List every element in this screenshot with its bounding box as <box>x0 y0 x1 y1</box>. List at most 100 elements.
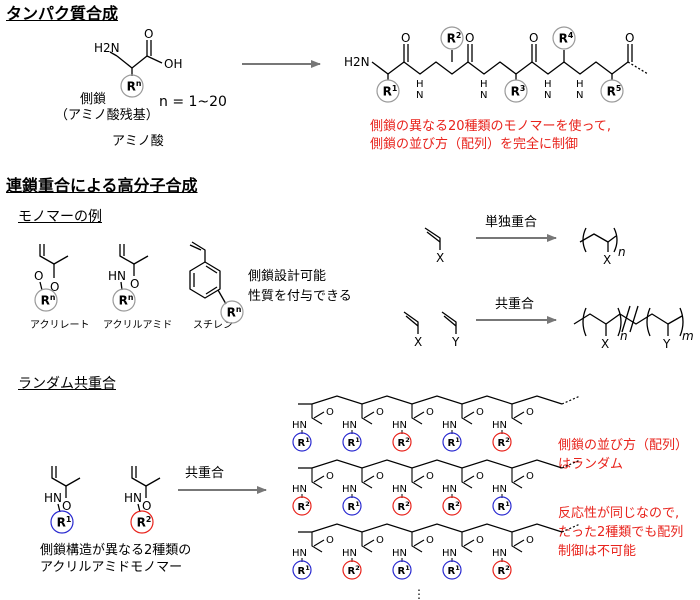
amide-bond <box>411 404 423 425</box>
random-monomer1-skeleton <box>51 466 81 487</box>
random-chain-residue-r2-circle <box>442 496 462 516</box>
random-chain-residue-r1-label: R1 <box>298 564 311 577</box>
amide-hn: HN <box>342 420 357 431</box>
random-chain-residue-r1-circle <box>392 560 412 580</box>
homopolymer-arrow-label: 単独重合 <box>485 215 538 230</box>
amide-carbonyl <box>363 475 375 483</box>
random-monomer2-hn: HN <box>124 491 142 505</box>
random-caption-line2: アクリルアミドモノマー <box>40 560 183 575</box>
amide-o: O <box>476 471 484 482</box>
styrene-label: スチレン <box>193 320 233 331</box>
random-note1-line2: はランダム <box>558 457 624 472</box>
random-chain-1-end <box>561 395 581 405</box>
amide-carbonyl <box>413 475 425 483</box>
side-chain-label: 側鎖 <box>80 92 107 107</box>
random-chain-residue-r2-circle <box>292 496 312 516</box>
random-monomer2-skeleton <box>131 466 161 487</box>
amide-bond <box>461 532 473 553</box>
random-monomer1-r-circle <box>50 510 74 534</box>
homo-polymer-x: X <box>603 253 611 267</box>
random-chain-residue-r2: R2 <box>342 560 362 580</box>
random-chain-residue-r2: R2 <box>392 496 412 516</box>
amide-hn: HN <box>292 548 307 559</box>
protein-note-line2: 側鎖の並び方（配列）を完全に制御 <box>370 137 579 152</box>
amide-carbonyl <box>463 539 475 547</box>
acrylamide-rn-circle <box>112 288 136 312</box>
random-chain-residue-r2-label: R2 <box>298 500 310 513</box>
peptide-o-4: O <box>625 31 634 45</box>
co-m: m <box>682 329 694 343</box>
co-bracket-1l <box>582 307 587 337</box>
random-chain-residue-r1-label: R1 <box>398 564 411 577</box>
random-chain-residue-r2-circle <box>342 560 362 580</box>
peptide-o-2: O <box>465 31 474 45</box>
random-chain-residue-r2-label: R2 <box>398 500 410 513</box>
copolymer-arrow-label: 共重合 <box>495 297 535 312</box>
amide-bond <box>511 468 523 489</box>
random-chain-residue-r1-label: R1 <box>448 436 461 449</box>
random-chain-residue-r1: R1 <box>492 496 512 516</box>
amide-carbonyl <box>463 475 475 483</box>
amide-hn: HN <box>392 484 407 495</box>
amino-acid-o: O <box>144 27 153 41</box>
co-bracket-1r <box>617 307 622 337</box>
amide-bond <box>461 404 473 425</box>
acrylamide-skeleton <box>119 244 149 265</box>
amide-o: O <box>476 535 484 546</box>
random-chain-residue-r2-label: R2 <box>498 436 510 449</box>
random-chain-residue-r1: R1 <box>342 496 362 516</box>
amide-o: O <box>426 535 434 546</box>
random-note2-line1: 反応性が同じなので, <box>558 506 680 521</box>
random-chain-residue-r1-circle <box>292 560 312 580</box>
random-note2-line2: たった2種類でも配列 <box>558 525 684 540</box>
design-note-line1: 側鎖設計可能 <box>248 269 327 284</box>
random-monomer1-r-label: R1 <box>57 515 72 530</box>
amino-acid-range: n = 1~20 <box>159 94 227 110</box>
amide-bond <box>311 532 323 553</box>
random-chain-residue-r1-label: R1 <box>298 436 311 449</box>
amide-carbonyl <box>313 475 325 483</box>
amide-carbonyl <box>513 475 525 483</box>
acrylate-rn-circle <box>34 288 58 312</box>
co-bracket-2l <box>646 307 651 337</box>
amino-acid-rn-circle <box>120 74 144 98</box>
amide-carbonyl <box>413 411 425 419</box>
amino-acid-nh2: H2N <box>94 41 120 55</box>
peptide-residue-2-label: R2 <box>447 31 462 46</box>
amino-acid-backbone <box>116 55 148 69</box>
co-slash-1 <box>621 305 631 333</box>
amide-bond <box>361 532 373 553</box>
section-title-chain-polymerization: 連鎖重合による高分子合成 <box>6 176 198 195</box>
random-chain-residue-r1: R1 <box>442 432 462 452</box>
amide-hn: HN <box>492 548 507 559</box>
peptide-backbone <box>371 61 629 75</box>
styrene-rn-bond <box>217 289 227 305</box>
acrylate-skeleton <box>39 244 69 265</box>
random-chain-residue-r2: R2 <box>292 496 312 516</box>
co-n: n <box>620 329 628 343</box>
amide-carbonyl <box>313 411 325 419</box>
random-chain-residue-r1: R1 <box>292 432 312 452</box>
styrene-rn: Rn <box>220 300 244 324</box>
amide-bond <box>511 404 523 425</box>
amide-hn: HN <box>292 484 307 495</box>
amide-bond <box>411 468 423 489</box>
co-monomer-y-db <box>443 315 457 327</box>
styrene-rn-label: Rn <box>227 305 242 320</box>
amide-carbonyl <box>463 411 475 419</box>
random-monomer1-hn: HN <box>44 491 62 505</box>
residue-label: （アミノ酸残基） <box>55 108 159 123</box>
peptide-residue-4: R4 <box>552 26 576 50</box>
acrylate-o-ester: O <box>34 269 43 283</box>
peptide-residue-5: R5 <box>600 79 624 103</box>
amide-bond <box>461 468 473 489</box>
